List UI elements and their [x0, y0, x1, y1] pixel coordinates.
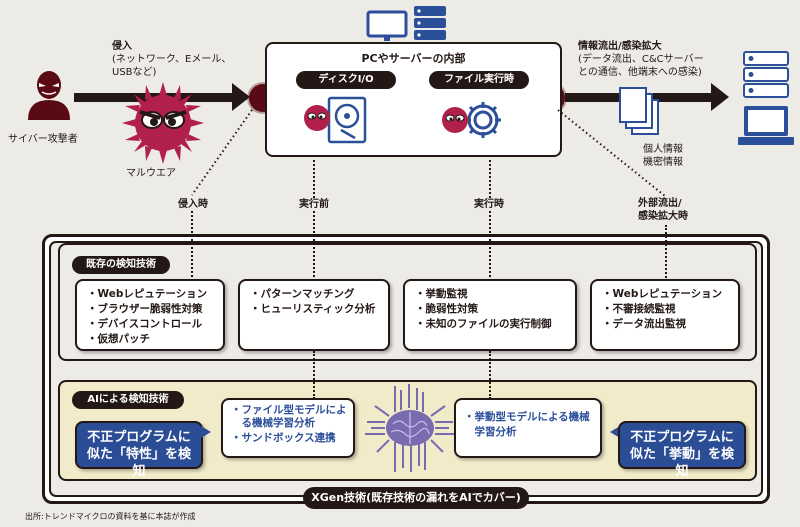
- existing-card-external-leak: ・Webレピュテーション ・不審接続監視 ・データ流出監視: [590, 279, 740, 351]
- list-item: ・データ流出監視: [602, 318, 686, 330]
- list-item: ・パターンマッチング: [250, 288, 355, 300]
- ai-trait-callout: 不正プログラムに 似た「特性」を検知: [75, 421, 203, 479]
- list-item: ・Webレピュテーション: [602, 288, 723, 300]
- leak-title: 情報流出/感染拡大: [578, 41, 662, 52]
- dotted-line-before-exec-3: [313, 351, 315, 399]
- dotted-line-during-exec-3: [489, 351, 491, 399]
- pc-box-title: PCやサーバーの内部: [361, 52, 466, 65]
- callout-tail: [610, 426, 620, 438]
- destination-laptop-icon: [738, 104, 794, 146]
- ai-file-model-card: ・ファイル型モデルによ る機械学習分析 ・サンドボックス連携: [221, 398, 355, 458]
- disk-malware-icon: [301, 96, 371, 144]
- callout-tail: [201, 426, 211, 438]
- dotted-line-before-exec-2: [313, 211, 315, 281]
- source-note: 出所:トレンドマイクロの資料を基に本誌が作成: [25, 512, 196, 521]
- dotted-line-intrusion: [191, 211, 193, 281]
- leak-arrowhead: [711, 83, 729, 111]
- list-item: ・ヒューリスティック分析: [250, 303, 376, 315]
- disk-io-label: ディスクI/O: [296, 71, 396, 89]
- pc-server-icon: [366, 4, 448, 44]
- list-item: ・デバイスコントロール: [87, 318, 203, 330]
- list-item: ・Webレピュテーション: [87, 288, 208, 300]
- existing-tech-label: 既存の検知技術: [72, 256, 170, 274]
- dotted-line-external-leak: [665, 225, 667, 281]
- leak-detail-2: との通信、他端末への感染): [578, 67, 702, 78]
- ai-behavior-callout: 不正プログラムに 似た「挙動」を検知: [618, 421, 746, 479]
- dotted-line-before-exec: [313, 155, 315, 198]
- intrusion-detail-1: (ネットワーク、Eメール、: [112, 54, 232, 65]
- existing-card-during-exec: ・挙動監視 ・脆弱性対策 ・未知のファイルの実行制御: [403, 279, 577, 351]
- list-item: ・未知のファイルの実行制御: [415, 318, 552, 330]
- destination-server-icon: [742, 50, 790, 100]
- intrusion-arrowhead: [232, 83, 250, 111]
- ai-brain-circuit-icon: [365, 382, 455, 474]
- list-item: ・脆弱性対策: [415, 303, 478, 315]
- ai-tech-label: AIによる検知技術: [72, 391, 184, 409]
- malware-icon: [120, 80, 206, 166]
- list-item: ・挙動監視: [415, 288, 468, 300]
- list-item: ・ファイル型モデルによ: [231, 404, 347, 416]
- timing-external-leak-1: 外部流出/: [638, 198, 682, 209]
- data-label-2: 機密情報: [643, 157, 683, 168]
- documents-icon: [618, 86, 662, 138]
- timing-intrusion: 侵入時: [178, 199, 208, 210]
- list-item: ・ブラウザー脆弱性対策: [87, 303, 203, 315]
- list-item: 学習分析: [464, 426, 517, 438]
- intrusion-detail-2: USBなど): [112, 67, 157, 78]
- pc-server-internal-box: PCやサーバーの内部 ディスクI/O ファイル実行時: [265, 42, 562, 157]
- intrusion-title: 侵入: [112, 41, 132, 52]
- timing-before-exec: 実行前: [299, 199, 329, 210]
- timing-external-leak-2: 感染拡大時: [638, 211, 688, 222]
- list-item: ・挙動型モデルによる機械: [464, 411, 590, 423]
- list-item: る機械学習分析: [231, 417, 315, 429]
- existing-card-intrusion: ・Webレピュテーション ・ブラウザー脆弱性対策 ・デバイスコントロール ・仮想…: [75, 279, 225, 351]
- file-exec-label: ファイル実行時: [429, 71, 529, 89]
- xgen-label: XGen技術(既存技術の漏れをAIでカバー): [303, 487, 529, 509]
- file-exec-malware-icon: [437, 96, 509, 144]
- dotted-line-during-exec-2: [489, 211, 491, 281]
- list-item: ・不審接続監視: [602, 303, 676, 315]
- dotted-line-during-exec: [489, 155, 491, 198]
- attacker-icon: [26, 68, 72, 120]
- attacker-label: サイバー攻撃者: [8, 134, 78, 145]
- leak-detail-1: (データ流出、C&Cサーバー: [578, 54, 704, 65]
- list-item: ・仮想パッチ: [87, 333, 150, 345]
- ai-behavior-model-card: ・挙動型モデルによる機械 学習分析: [454, 398, 602, 458]
- malware-label: マルウエア: [126, 168, 176, 179]
- list-item: ・サンドボックス連携: [231, 432, 336, 444]
- existing-card-before-exec: ・パターンマッチング ・ヒューリスティック分析: [238, 279, 390, 351]
- timing-during-exec: 実行時: [474, 199, 504, 210]
- data-label-1: 個人情報: [643, 144, 683, 155]
